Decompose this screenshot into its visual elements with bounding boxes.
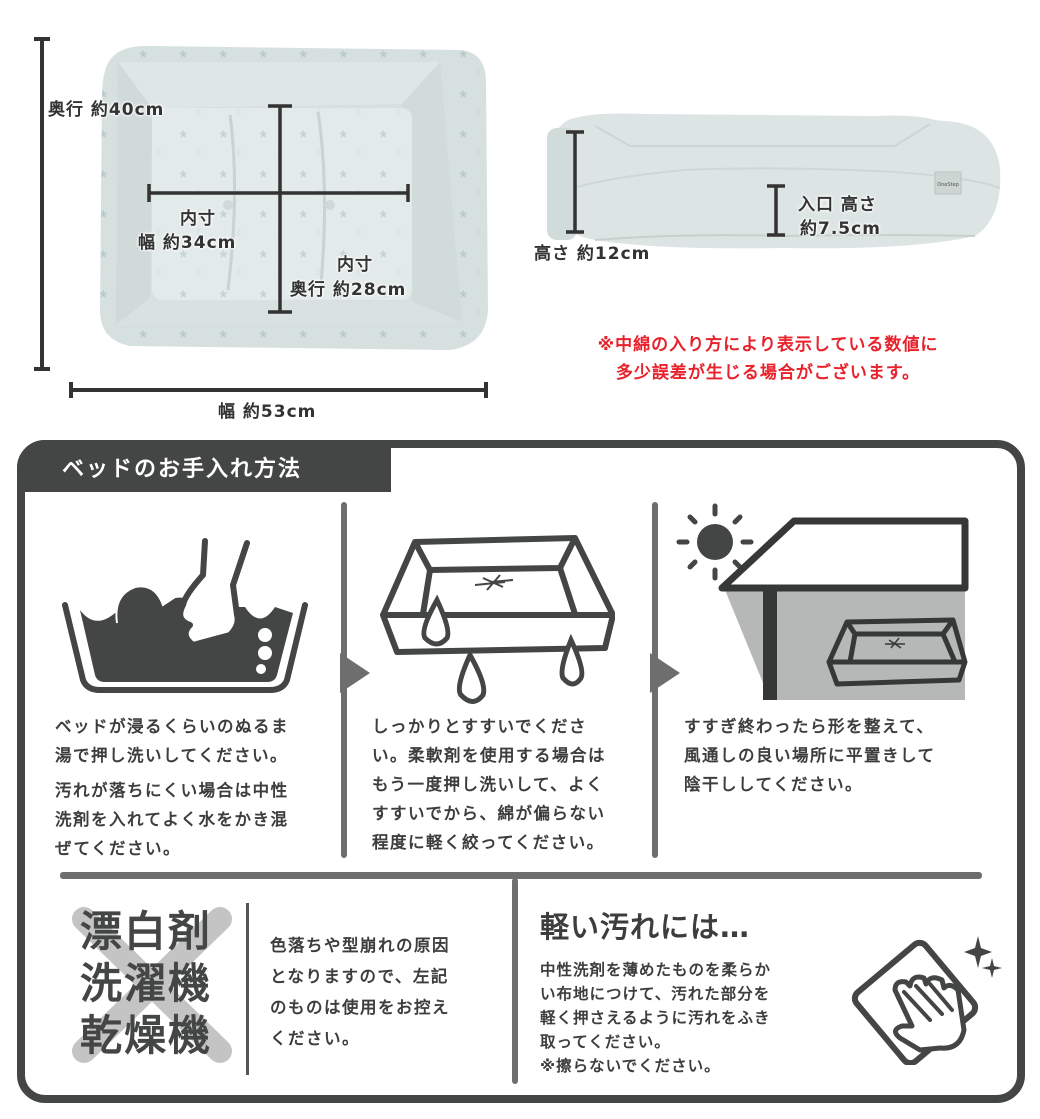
inner-width-label: 幅 約34cm <box>138 233 237 253</box>
prohibited-bleach: 漂白剤 <box>80 907 213 956</box>
prohibited-washing-machine: 洗濯機 <box>80 959 213 1008</box>
entrance-height-label: 約7.5cm <box>800 219 881 239</box>
step-1-text: ベッドが浸るくらいのぬるま 湯で押し洗いしてください。 汚れが落ちにくい場合は中… <box>55 717 289 858</box>
inner-depth-label: 奥行 約28cm <box>290 280 407 300</box>
inner-measure-lines <box>147 104 410 314</box>
bed-side-view-image: OneStep <box>547 113 1001 249</box>
section-divider <box>60 872 982 879</box>
step-arrow-2 <box>650 653 680 693</box>
wet-bed-rinse-icon <box>380 535 615 704</box>
bottom-divider <box>512 878 518 1084</box>
wipe-cloth-icon <box>851 936 1002 1065</box>
step-2-text: しっかりとすすいでくださ い。柔軟剤を使用する場合は もう一度押し洗いして、よく… <box>372 717 606 852</box>
prohibited-dryer: 乾燥機 <box>80 1011 213 1060</box>
shade-dry-icon <box>676 503 969 700</box>
prohibited-cross-mark <box>72 907 232 1063</box>
measurement-note-line2: 多少誤差が生じる場合がございます。 <box>615 363 921 383</box>
height-line <box>566 130 584 234</box>
sparkle-icon <box>964 936 992 968</box>
care-title: ベッドのお手入れ方法 <box>62 457 303 482</box>
measurement-note-line1: ※中綿の入り方により表示している数値に <box>597 335 939 355</box>
light-stain-text: 中性洗剤を薄めたものを柔らか い布地につけて、汚れた部分を 軽く押さえるように汚… <box>540 961 772 1075</box>
inner-depth-title: 内寸 <box>337 255 373 275</box>
entrance-height-title: 入口 高さ <box>798 195 877 215</box>
brand-tag <box>934 171 962 195</box>
prohibited-text: 色落ちや型崩れの原因 となりますので、左記 のものは使用をお控え ください。 <box>270 936 450 1048</box>
care-title-tab <box>17 440 391 492</box>
prohibited-items: 漂白剤 洗濯機 乾燥機 <box>80 906 212 1062</box>
inner-width-title: 内寸 <box>180 209 216 229</box>
entrance-height-line <box>767 184 785 237</box>
hand-wash-basin-icon <box>62 538 308 693</box>
light-stain-title: 軽い汚れには… <box>540 910 751 944</box>
sparkle-icon-small <box>982 958 1002 978</box>
sun-icon <box>676 503 754 581</box>
height-label: 高さ 約12cm <box>534 244 651 264</box>
brand-tag-logo: OneStep <box>937 182 959 188</box>
outer-depth-line <box>34 37 50 371</box>
outer-depth-label: 奥行 約40cm <box>48 100 165 120</box>
step-arrow-1 <box>340 653 370 693</box>
prohibited-divider <box>246 903 249 1075</box>
step-3-text: すすぎ終わったら形を整えて、 風通しの良い場所に平置きして 陰干ししてください。 <box>684 717 936 794</box>
outer-width-label: 幅 約53cm <box>218 402 317 422</box>
outer-width-line <box>69 382 488 398</box>
